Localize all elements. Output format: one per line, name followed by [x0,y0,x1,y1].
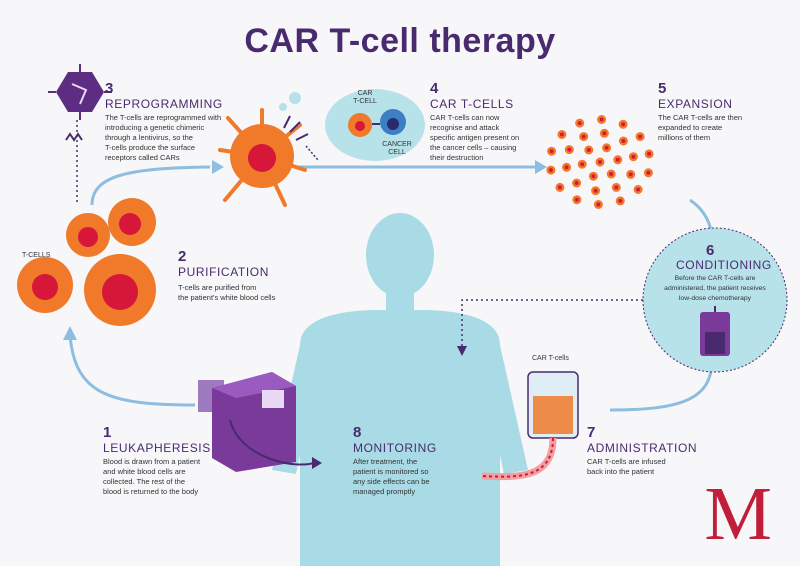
expanded-cell-nucleus [581,134,586,139]
flow-arrowheads [63,160,547,340]
expanded-cell-nucleus [631,154,636,159]
expanded-cell-nucleus [559,132,564,137]
step-7-number: 7 [587,424,596,441]
flow-arrow-1-to-2 [68,334,196,407]
apheresis-machine-illustration [198,372,322,472]
step-6-heading: CONDITIONING [676,258,772,272]
step-1-number: 1 [103,424,112,441]
step-4-number: 4 [430,80,439,97]
lentivirus-icon [48,64,112,120]
conditioning-bubble [642,227,788,373]
expanded-cell-nucleus [636,187,641,192]
step-2-number: 2 [178,248,187,265]
expanded-cells-cluster [546,115,654,209]
step-8-number: 8 [353,424,362,441]
step-4-heading: CAR T-CELLS [430,97,514,111]
expanded-cell-nucleus [621,122,626,127]
expanded-cell-nucleus [549,149,554,154]
t-cells-illustration [17,198,156,326]
step-5-heading: EXPANSION [658,97,733,111]
expanded-cell-nucleus [596,202,601,207]
expanded-cell-nucleus [586,148,591,152]
iv-bag-label: CAR T-cells [532,355,569,362]
step-3-number: 3 [105,80,114,97]
expanded-cell-nucleus [621,139,626,143]
expanded-cell-nucleus [615,157,620,162]
expanded-cell-nucleus [593,188,598,193]
conditioning-dotted-line [461,299,643,350]
expanded-cell-nucleus [591,174,596,179]
expanded-cell-nucleus [618,198,623,203]
expanded-cell-nucleus [604,145,609,150]
car-t-cells-iv-bag [481,371,579,481]
expanded-cell-nucleus [564,165,569,170]
expanded-cell-nucleus [598,160,602,164]
car-t-vs-cancer-bubble [325,89,425,161]
expanded-cell-nucleus [580,162,585,167]
step-3-heading: REPROGRAMMING [105,97,223,111]
step-1-heading: LEUKAPHERESIS [103,441,211,455]
expanded-cell-nucleus [647,151,652,156]
step-7-heading: ADMINISTRATION [587,441,698,455]
flow-arrow-2-to-3 [90,165,211,206]
step-6-number: 6 [706,242,715,259]
step-8-heading: MONITORING [353,441,437,455]
expanded-cell-nucleus [638,134,643,139]
expanded-cell-nucleus [577,121,582,126]
expanded-cell-nucleus [599,117,604,122]
expanded-cell-nucleus [557,185,562,190]
step-5-number: 5 [658,80,667,97]
brand-logo: M [704,472,772,556]
expanded-cell-nucleus [628,172,633,177]
expanded-cell-nucleus [609,172,614,176]
expanded-cell-nucleus [574,197,579,202]
page-title: CAR T-cell therapy [244,22,556,60]
expanded-cell-nucleus [548,168,553,173]
dna-squiggle-icon [65,132,83,142]
patient-body-silhouette [272,213,528,566]
expanded-cell-nucleus [614,185,619,190]
car-t-cell-illustration [218,92,319,207]
step-2-heading: PURIFICATION [178,265,269,279]
expanded-cell-nucleus [574,181,579,185]
expanded-cell-nucleus [602,131,607,136]
t-cells-label: T-CELLS [22,252,51,259]
expanded-cell-nucleus [646,170,651,175]
expanded-cell-nucleus [567,147,572,152]
